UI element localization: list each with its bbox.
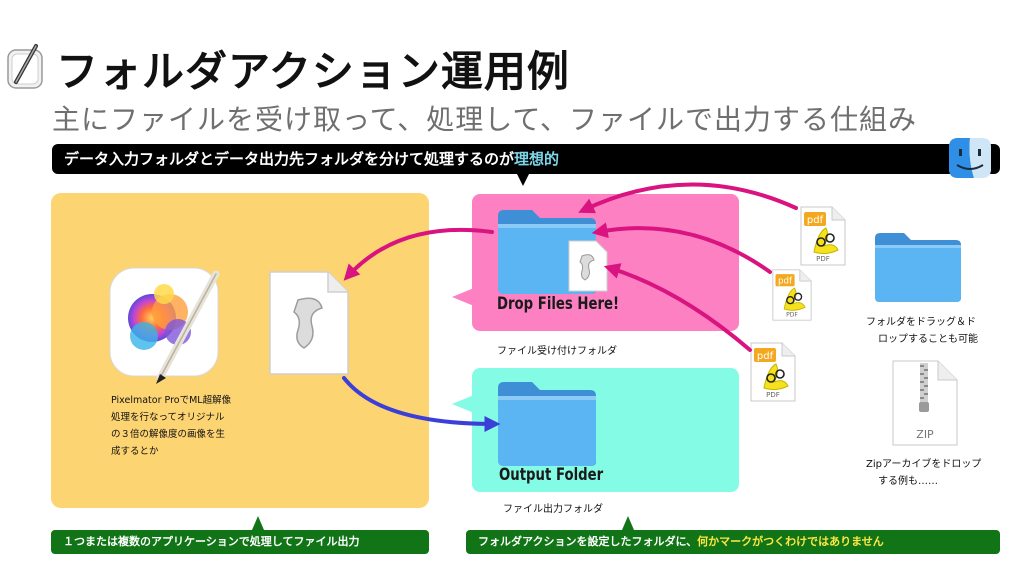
output-folder-icon[interactable]: [494, 378, 600, 468]
arrow-drop-to-process: [343, 227, 494, 281]
drop-panel-tip: [452, 288, 474, 306]
bottom-left-banner: １つまたは複数のアプリケーションで処理してファイル出力: [51, 530, 429, 554]
drop-folder-label: Drop Files Here!: [497, 294, 620, 314]
pdf-label: PDF: [766, 391, 780, 399]
script-file-small-icon: [568, 240, 608, 292]
finder-icon: [948, 137, 992, 179]
pdf-file-icon[interactable]: pdf PDF: [772, 268, 812, 322]
top-banner-text: データ入力フォルダとデータ出力先フォルダを分けて処理するのが: [64, 150, 515, 168]
zip-file-icon[interactable]: ZIP: [892, 360, 958, 446]
page-title: フォルダアクション運用例: [56, 47, 570, 96]
top-banner-highlight: 理想的: [514, 150, 560, 168]
automator-icon: [6, 42, 46, 94]
zip-label: ZIP: [916, 428, 934, 441]
bottom-right-text: フォルダアクションを設定したフォルダに、: [478, 535, 698, 548]
folder-drag-note-line: フォルダをドラッグ＆ド: [866, 317, 976, 328]
pdf-label: PDF: [816, 255, 830, 263]
bottom-right-tip: [622, 516, 634, 530]
bottom-right-highlight: 何かマークがつくわけではありません: [697, 535, 884, 548]
banner-pointer: [516, 172, 530, 186]
bottom-right-banner: フォルダアクションを設定したフォルダに、何かマークがつくわけではありません: [466, 530, 1000, 554]
output-folder-caption: ファイル出力フォルダ: [503, 504, 603, 515]
pdf-file-icon[interactable]: pdf PDF: [800, 206, 846, 266]
arrow-pdf2-to-drop: [591, 222, 772, 274]
pixelmator-icon: [108, 266, 222, 386]
process-description-line: 処理を行なってオリジナル: [111, 412, 225, 423]
output-folder-label: Output Folder: [499, 465, 604, 485]
process-description-line: の３倍の解像度の画像を生: [111, 429, 226, 440]
pdf-badge-text: pdf: [757, 351, 774, 362]
pdf-badge-text: pdf: [778, 277, 793, 287]
zip-drop-note-line: Zipアーカイブをドロップ: [866, 459, 982, 470]
folder-icon[interactable]: [872, 230, 964, 304]
process-description: Pixelmator ProでML超解像 処理を行なってオリジナル の３倍の解像…: [111, 392, 231, 460]
script-file-icon: [268, 270, 350, 376]
top-banner: データ入力フォルダとデータ出力先フォルダを分けて処理するのが理想的: [52, 144, 1000, 174]
zip-drop-note-line: する例も……: [878, 476, 938, 487]
drop-folder-caption: ファイル受け付けフォルダ: [497, 346, 617, 357]
page-subtitle: 主にファイルを受け取って、処理して、ファイルで出力する仕組み: [52, 103, 917, 136]
arrow-pdf1-to-drop: [578, 182, 798, 214]
bottom-left-tip: [252, 516, 264, 530]
pdf-file-icon[interactable]: pdf PDF: [750, 342, 796, 402]
folder-drag-note-line: ロップすることも可能: [878, 334, 978, 345]
zip-drop-note: Zipアーカイブをドロップ する例も……: [866, 456, 981, 490]
pdf-label: PDF: [786, 312, 798, 319]
folder-drag-note: フォルダをドラッグ＆ド ロップすることも可能: [866, 314, 978, 348]
output-panel-tip: [452, 395, 474, 413]
arrow-process-to-output: [342, 376, 501, 432]
process-description-line: 成するとか: [111, 446, 159, 457]
pdf-badge-text: pdf: [807, 215, 824, 226]
arrow-pdf3-to-drop: [603, 263, 752, 352]
process-description-line: Pixelmator ProでML超解像: [111, 395, 232, 406]
bottom-left-text: １つまたは複数のアプリケーションで処理してファイル出力: [63, 535, 360, 548]
